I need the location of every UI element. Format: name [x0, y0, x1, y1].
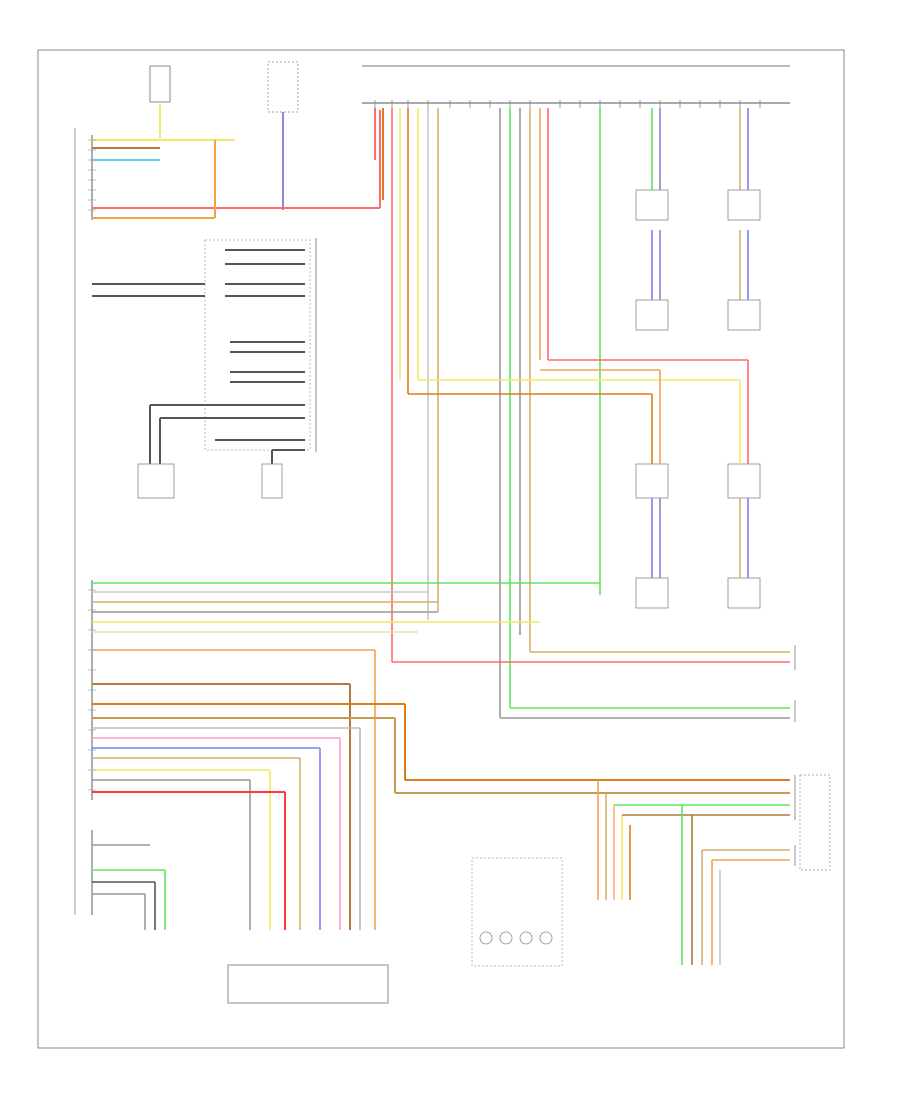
right-connector-rails: [794, 645, 831, 871]
speaker-wires-top: [651, 108, 749, 300]
antenna-boxes: [137, 463, 283, 499]
fuse-block: [267, 61, 299, 113]
wire-group-bottom-right: [597, 780, 790, 965]
wire-group-mid-left: [92, 582, 600, 930]
top-bar-ticks: [374, 100, 761, 108]
radio-block: [204, 239, 311, 451]
left-terminal-ticks: [88, 139, 96, 791]
speaker-wires-mid: [408, 359, 749, 578]
fuse-relay-block: [471, 857, 563, 967]
outer-frame: [37, 49, 845, 1049]
wire-group-right: [392, 651, 790, 719]
relay-circles: [479, 931, 553, 945]
wire-group-top-left: [92, 110, 381, 219]
switch-box: [149, 65, 171, 103]
wire-group-top-bus: [374, 108, 601, 718]
radio-connector-box: [227, 964, 389, 1004]
radio-block-wires: [92, 249, 305, 464]
wire-group-bottom-left: [92, 844, 166, 930]
wire-group-lower-left: [92, 683, 790, 930]
speaker-boxes: [635, 189, 761, 609]
